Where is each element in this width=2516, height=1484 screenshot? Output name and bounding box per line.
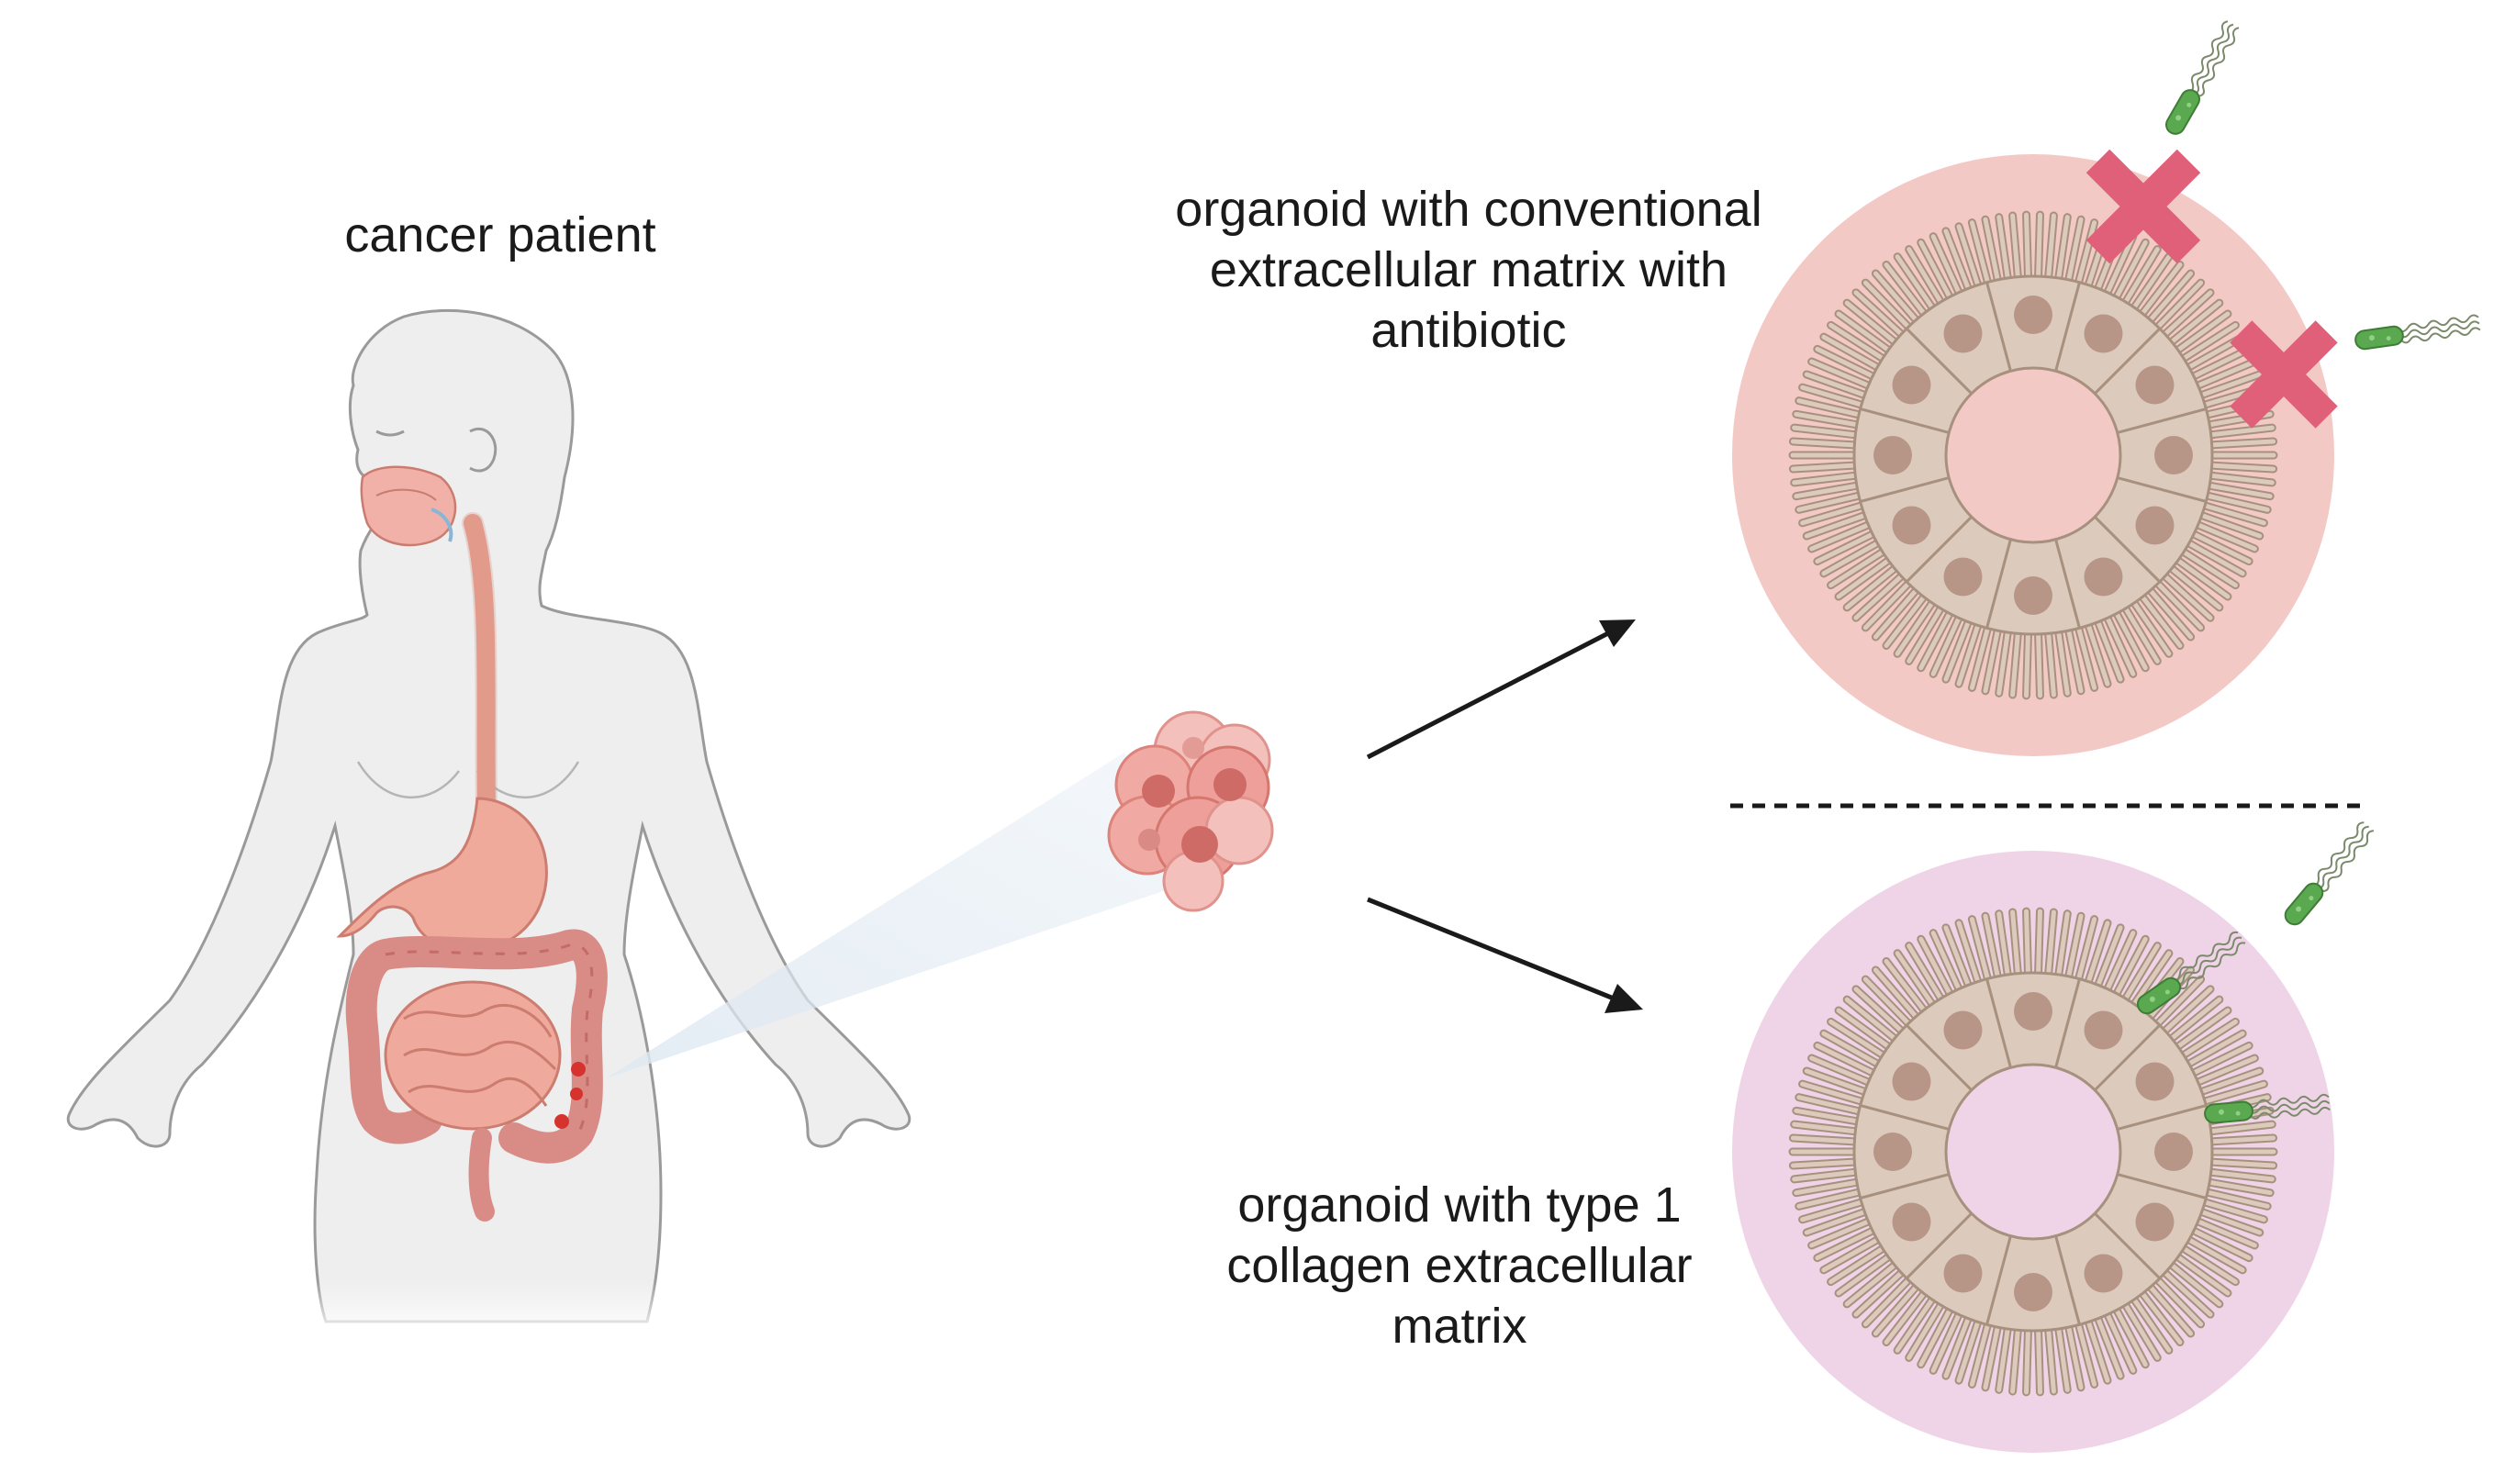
cell-border — [2054, 539, 2081, 629]
lumen — [1944, 366, 2122, 544]
cross-mark-icon — [2085, 149, 2201, 264]
cell-border — [2117, 476, 2207, 503]
nucleus — [2014, 576, 2052, 615]
nucleus — [1873, 436, 1912, 474]
stomach — [336, 797, 548, 953]
nucleus — [2084, 1010, 2123, 1050]
cell-border — [1985, 1235, 2012, 1325]
arrow-to-bottom-organoid — [1367, 897, 1643, 1013]
cell-border — [1906, 1024, 1973, 1091]
arrow-to-top-organoid — [1366, 619, 1636, 760]
bacteria-icon — [2136, 931, 2246, 1015]
nucleus — [2135, 365, 2175, 405]
cell-border — [1985, 282, 2012, 372]
cell-border — [1906, 1212, 1973, 1279]
cell-border — [1860, 1104, 1950, 1131]
cell-border — [2117, 1104, 2207, 1131]
tumor-spot — [571, 1062, 586, 1077]
tumor-cells-icon — [1107, 710, 1274, 912]
nucleus — [2084, 557, 2123, 597]
cell-border — [2094, 516, 2161, 583]
nucleus — [2014, 992, 2052, 1031]
nucleus — [2154, 1133, 2193, 1171]
nucleus — [1892, 506, 1931, 545]
cell-border — [2054, 282, 2081, 372]
nucleus — [2135, 1202, 2175, 1242]
oral-cavity — [360, 465, 457, 547]
esophagus — [464, 514, 496, 817]
nucleus — [2135, 506, 2175, 545]
bacteria-icon — [2354, 314, 2481, 351]
cell-border — [2117, 407, 2207, 434]
cross-mark-icon — [2230, 320, 2338, 429]
nucleus — [2084, 314, 2123, 353]
nucleus — [1892, 365, 1931, 405]
cell-border — [1860, 407, 1950, 434]
nucleus — [1943, 314, 1983, 353]
human-body-icon — [37, 308, 936, 1340]
cell-border — [2054, 978, 2081, 1068]
tumor-spot — [570, 1088, 583, 1100]
bacteria-icon — [2284, 821, 2375, 926]
cell-border — [1906, 328, 1973, 395]
nucleus — [2135, 1062, 2175, 1101]
cancer-patient-label: cancer patient — [344, 207, 656, 262]
organoid-icon-top — [1732, 149, 2338, 756]
cell-border — [1860, 476, 1950, 503]
eye-icon — [375, 430, 405, 437]
cell-border — [1860, 1173, 1950, 1199]
nucleus — [1892, 1062, 1931, 1101]
nucleus — [1943, 1254, 1983, 1293]
nucleus — [1943, 1010, 1983, 1050]
cell-border — [2054, 1235, 2081, 1325]
ear-icon — [469, 427, 498, 473]
lumen — [1944, 1063, 2122, 1241]
cell-border — [1906, 516, 1973, 583]
cell-border — [2094, 328, 2161, 395]
bacteria-icon — [2204, 1093, 2331, 1124]
cell-border — [1985, 978, 2012, 1068]
nucleus — [2014, 1273, 2052, 1311]
nucleus — [2014, 296, 2052, 334]
nucleus — [1892, 1202, 1931, 1242]
nucleus — [1873, 1133, 1912, 1171]
cell-border — [2094, 1212, 2161, 1279]
cell-border — [1985, 539, 2012, 629]
organoid-icon-bottom — [1732, 851, 2334, 1453]
bacteria-icon — [2165, 20, 2240, 135]
nucleus — [1943, 557, 1983, 597]
top-organoid-label: organoid with conventional extracellular… — [1175, 182, 1762, 358]
nucleus — [2154, 436, 2193, 474]
cell-border — [2117, 1173, 2207, 1199]
cell-border — [2094, 1024, 2161, 1091]
nucleus — [2084, 1254, 2123, 1293]
bottom-organoid-label: organoid with type 1 collagen extracellu… — [1226, 1177, 1693, 1354]
magnification-beam — [606, 753, 1180, 1078]
